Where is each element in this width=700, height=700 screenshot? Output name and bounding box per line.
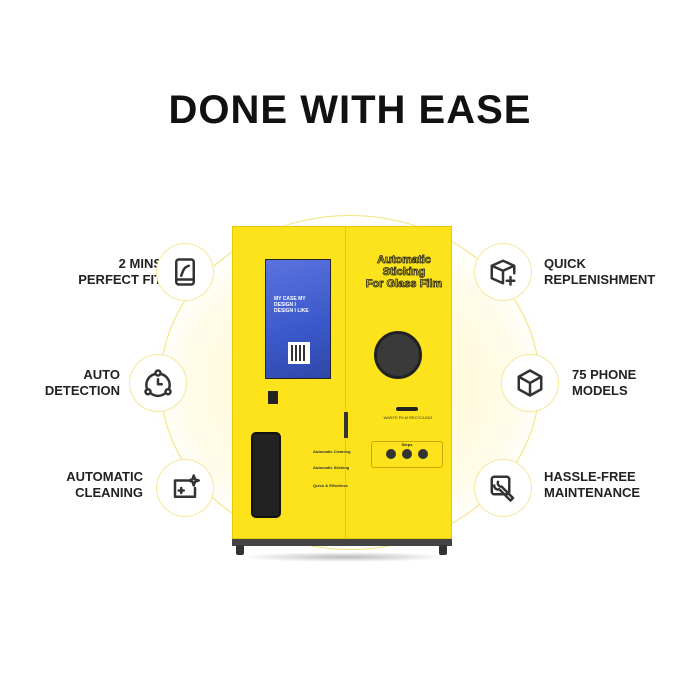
label-line: HASSLE-FREE (544, 469, 636, 484)
label-line: 75 PHONE (572, 367, 637, 382)
brand-line: Sticking (382, 266, 426, 279)
phone-illustration (251, 432, 281, 518)
machine-base (232, 539, 452, 546)
waste-slot (396, 407, 418, 411)
label-line: AUTOMATIC (66, 469, 143, 484)
card-reader (268, 391, 278, 404)
label-line: AUTO (83, 367, 120, 382)
steps-panel: Steps (371, 441, 443, 468)
wheel (439, 545, 447, 555)
brand-line: For Glass Film (365, 278, 443, 291)
box-plus-icon (474, 243, 532, 301)
film-applicator-port (374, 331, 422, 379)
wrench-icon (474, 459, 532, 517)
brand-line: Automatic (377, 254, 432, 267)
page-title: DONE WITH EASE (168, 88, 532, 132)
step-icon (386, 449, 396, 459)
vending-machine: MY CASE MY DESIGN I DESIGN I LIKE Automa… (232, 226, 452, 540)
door-divider (345, 227, 346, 540)
wheel (236, 545, 244, 555)
door-lock (344, 412, 348, 438)
label-line: PERFECT FIT (78, 272, 162, 287)
step-icon (402, 449, 412, 459)
phone-film-icon (156, 243, 214, 301)
label-line: REPLENISHMENT (544, 272, 656, 287)
clock-cycle-icon (129, 354, 187, 412)
label-line: CLEANING (75, 485, 143, 500)
sparkle-screen-icon (156, 459, 214, 517)
machine-shadow (240, 552, 450, 562)
qr-code (288, 342, 310, 364)
label-line: MAINTENANCE (544, 485, 641, 500)
label-line: 2 MINS (118, 256, 162, 271)
label-line: QUICK (544, 256, 586, 271)
touch-screen[interactable]: MY CASE MY DESIGN I DESIGN I LIKE (265, 259, 331, 379)
label-line: DETECTION (44, 383, 120, 398)
step-icon (418, 449, 428, 459)
screen-text: MY CASE MY DESIGN I DESIGN I LIKE (274, 296, 309, 314)
waste-label: WASTE FILM RECYCLING (383, 415, 433, 420)
cube-icon (501, 354, 559, 412)
feature-tag: Automatic Sticking (313, 465, 350, 470)
feature-tag: Quick & Effortless (313, 483, 348, 488)
feature-tag: Automatic Cleaning (313, 449, 351, 454)
label-line: MODELS (572, 383, 628, 398)
steps-label: Steps (401, 442, 413, 447)
